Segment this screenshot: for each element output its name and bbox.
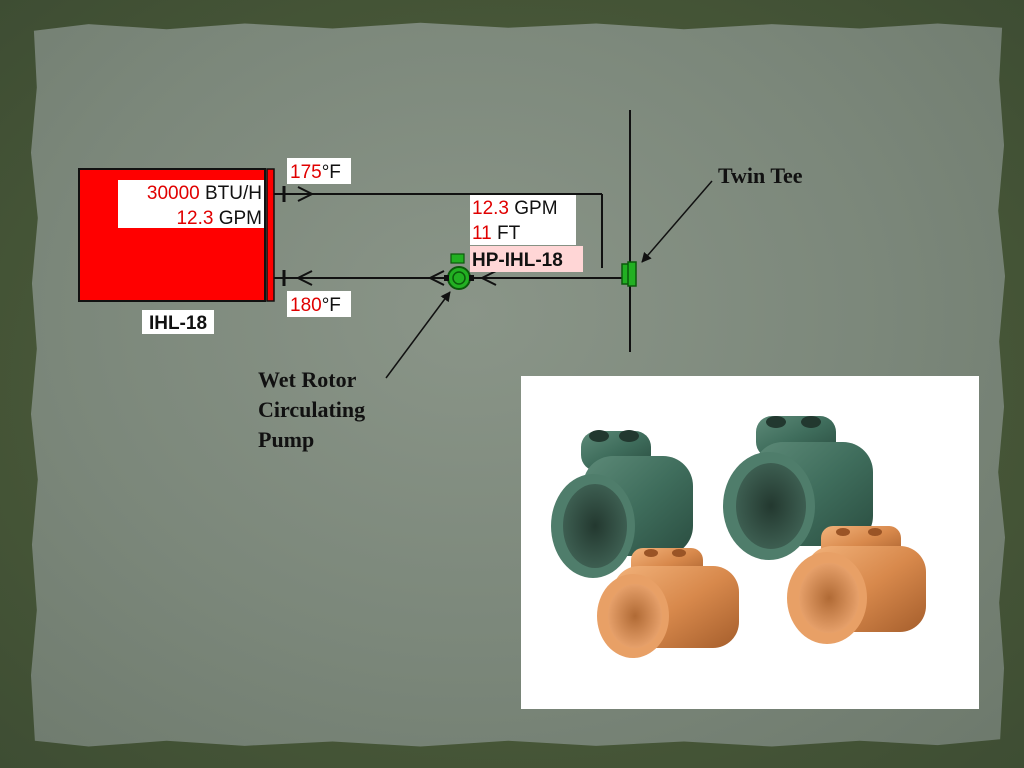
copper-tee-left: [597, 548, 739, 658]
pump-head-label: 11 FT: [472, 223, 521, 244]
pump-gpm-label: 12.3 GPM: [472, 198, 558, 219]
heater-label-background: [118, 180, 264, 228]
heater-tag-background: [142, 310, 214, 334]
return-temp-label: 180°F: [290, 295, 341, 316]
pump-tag: HP-IHL-18: [472, 250, 563, 271]
supply-temp-label: 175°F: [290, 162, 341, 183]
supply-temp-background: [287, 158, 351, 184]
return-temp-background: [287, 291, 351, 317]
green-tee-left: [551, 430, 693, 578]
pump-tag-background: [470, 246, 583, 272]
pump-callout-line3: Pump: [258, 427, 314, 452]
heater-gpm-label: 12.3 GPM: [176, 208, 262, 229]
heater-btu-label: 30000 BTU/H: [147, 183, 262, 204]
heater-flange: [266, 168, 275, 302]
return-flow-arrow-right: [479, 270, 497, 286]
circulating-pump-icon: [444, 253, 474, 290]
pump-callout-arrow: [385, 291, 451, 379]
twin-tee-callout-arrow: [641, 180, 713, 263]
pump-inlet-arrow: [427, 270, 445, 286]
supply-flow-arrow: [297, 186, 315, 202]
twin-tee-icon: [621, 261, 637, 287]
pump-callout-line2: Circulating: [258, 397, 365, 422]
green-tee-right: [723, 416, 873, 560]
copper-tee-right: [787, 526, 926, 644]
twin-tee-callout: Twin Tee: [718, 163, 803, 188]
return-flow-arrow-left: [295, 270, 313, 286]
twin-tee-fittings-photo: [521, 376, 979, 709]
heater-tag: IHL-18: [149, 313, 207, 334]
pump-label-background: [470, 195, 576, 245]
pump-callout-line1: Wet Rotor: [258, 367, 357, 392]
